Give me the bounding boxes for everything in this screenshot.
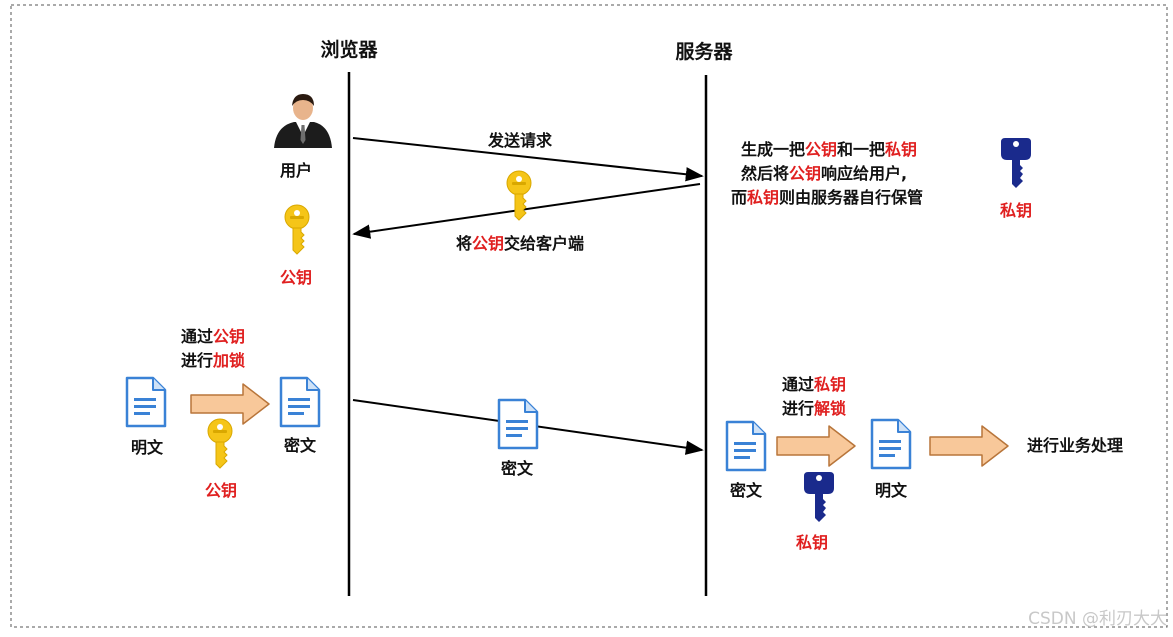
ciphertext-document-icon [725,420,767,472]
business-processing-label: 进行业务处理 [1027,436,1123,455]
server-note-line2: 然后将公钥响应给用户, [741,164,907,183]
public-key-icon [207,418,233,469]
plaintext-document-icon [870,418,912,470]
decrypt-block-arrow [776,425,856,467]
plaintext-label: 明文 [131,438,164,457]
decrypt-caption-line1: 通过私钥 [782,375,846,394]
private-key-label: 私钥 [1000,201,1032,220]
private-key-icon [804,472,834,522]
business-block-arrow [929,425,1009,467]
ciphertext-message-label: 密文 [500,459,534,478]
server-plaintext-label: 明文 [875,481,908,500]
public-key-label: 公钥 [280,268,312,287]
decrypt-caption-line2: 进行解锁 [782,399,846,418]
public-key-icon [506,170,532,221]
dashed-frame [10,4,1168,628]
user-avatar-icon [274,94,332,148]
encrypt-key-label: 公钥 [205,481,237,500]
public-key-response-arrow [352,183,701,239]
server-note: 生成一把公钥和一把私钥 然后将公钥响应给用户, 而私钥则由服务器自行保管 [731,140,923,207]
server-note-line1: 生成一把公钥和一把私钥 [741,140,917,159]
encrypt-block-arrow [190,383,270,425]
ciphertext-document-icon [497,398,539,450]
watermark: CSDN @利刃大大 [1028,609,1167,629]
server-ciphertext-label: 密文 [729,481,763,500]
lane-header-browser: 浏览器 [320,38,378,61]
encrypt-caption-line1: 通过公钥 [181,327,245,346]
user-label: 用户 [280,161,312,180]
decrypt-key-label: 私钥 [796,533,828,552]
ciphertext-document-icon [279,376,321,428]
encrypt-caption-line2: 进行加锁 [181,351,245,370]
server-note-line3: 而私钥则由服务器自行保管 [731,188,923,207]
ciphertext-label: 密文 [283,436,317,455]
request-label: 发送请求 [487,131,553,150]
request-arrow [352,137,704,182]
plaintext-document-icon [125,376,167,428]
public-key-response-label: 将公钥交给客户端 [456,234,584,253]
private-key-icon [1001,138,1031,188]
lane-header-server: 服务器 [675,40,733,63]
public-key-icon [284,204,310,255]
